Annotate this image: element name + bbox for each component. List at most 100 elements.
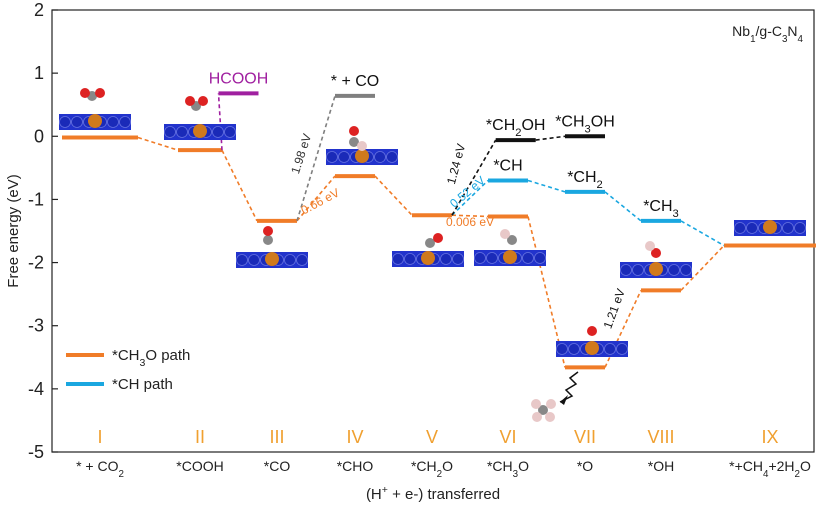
side-connector (451, 139, 497, 216)
structure-VI-atom (486, 252, 498, 264)
side-connector (217, 93, 223, 151)
structure-VII-metal (585, 341, 599, 355)
ch4-h (531, 399, 541, 409)
structure-VII-atom (556, 343, 568, 355)
structure-III-atom (236, 254, 248, 266)
barrier-annotation: 1.98 eV (288, 132, 314, 176)
ch4-h (546, 399, 556, 409)
adsorbate-o (263, 226, 273, 236)
structure-IX-atom (746, 222, 758, 234)
structure-III-atom (248, 254, 260, 266)
structure-VII-atom (604, 343, 616, 355)
structure-III-atom (284, 254, 296, 266)
side-product-label: * + CO (331, 73, 379, 90)
y-tick-label: 0 (34, 126, 44, 146)
adsorbate-o (349, 126, 359, 136)
structure-V-atom (440, 253, 452, 265)
ch4-carbon (538, 405, 548, 415)
adsorbate-c (507, 235, 517, 245)
structure-VIII-atom (668, 264, 680, 276)
structure-IX-atom (782, 222, 794, 234)
structure-II-atom (212, 126, 224, 138)
side-product-label: HCOOH (209, 70, 269, 87)
structure-IX-atom (794, 222, 806, 234)
y-tick-label: -1 (28, 189, 44, 209)
release-arrow (559, 371, 579, 403)
connector-1 (680, 220, 725, 247)
structure-I-atom (119, 116, 131, 128)
adsorbate-c (349, 137, 359, 147)
side-connector (535, 135, 566, 141)
y-tick-label: 2 (34, 0, 44, 20)
ch-level-label: *CH (493, 157, 522, 174)
ch-level-label: *CH3 (643, 198, 679, 220)
connector-0 (680, 244, 725, 291)
chart-title: Nb1/g-C3N4 (732, 23, 803, 45)
structure-V-atom (392, 253, 404, 265)
connector-1 (451, 179, 489, 216)
step-label: *CHO (337, 458, 374, 474)
y-tick-label: -5 (28, 442, 44, 462)
structure-VI-atom (534, 252, 546, 264)
structure-VIII-metal (649, 262, 663, 276)
x-axis-label: (H+ + e-) transferred (366, 484, 500, 503)
plot-frame (51, 9, 815, 453)
step-label: *CH2O (411, 458, 453, 480)
structure-I-metal (88, 114, 102, 128)
structure-I-atom (71, 116, 83, 128)
step-label: *+CH4+2H2O (729, 458, 811, 480)
structure-II-metal (193, 124, 207, 138)
adsorbate-h (357, 141, 367, 151)
step-label: *OH (648, 458, 674, 474)
step-numeral: I (97, 427, 102, 447)
step-numeral: VIII (647, 427, 674, 447)
adsorbate-o (185, 96, 195, 106)
structure-II-atom (164, 126, 176, 138)
structure-VII-atom (616, 343, 628, 355)
side-product-label: *CH3OH (555, 113, 615, 135)
adsorbate-o (80, 88, 90, 98)
step-label: *CO (264, 458, 291, 474)
structure-V-atom (452, 253, 464, 265)
legend-label: *CH3O path (112, 347, 190, 369)
adsorbate-h (645, 241, 655, 251)
structure-III-atom (296, 254, 308, 266)
barrier-annotation: 1.21 eV (601, 287, 628, 331)
y-axis-label: Free energy (eV) (5, 174, 22, 287)
adsorbate-o (587, 326, 597, 336)
structure-V-atom (404, 253, 416, 265)
structure-VI-metal (503, 250, 517, 264)
side-product-label: *CH2OH (486, 117, 546, 139)
barrier-annotation: 1.24 eV (444, 142, 468, 186)
structure-I-atom (107, 116, 119, 128)
structure-IV-atom (338, 151, 350, 163)
legend-label: *CH path (112, 376, 173, 393)
structure-VI-atom (522, 252, 534, 264)
structure-II-atom (224, 126, 236, 138)
connector-1 (527, 179, 566, 193)
structure-IX-metal (763, 220, 777, 234)
connector-0 (451, 214, 489, 218)
structure-II-atom (176, 126, 188, 138)
y-tick-label: -2 (28, 253, 44, 273)
connector-0 (374, 175, 413, 216)
structure-IX-atom (734, 222, 746, 234)
step-numeral: III (269, 427, 284, 447)
structure-V-metal (421, 251, 435, 265)
y-tick-label: -3 (28, 316, 44, 336)
structure-I-atom (59, 116, 71, 128)
connector-0 (296, 175, 336, 222)
adsorbate-c (425, 238, 435, 248)
adsorbate-o (433, 233, 443, 243)
barrier-annotation: 0.66 eV (299, 186, 342, 218)
structure-IV-atom (386, 151, 398, 163)
step-numeral: VII (574, 427, 596, 447)
adsorbate-o (651, 248, 661, 258)
step-label: *O (577, 458, 593, 474)
structure-VI-atom (474, 252, 486, 264)
adsorbate-c (263, 235, 273, 245)
adsorbate-o (95, 88, 105, 98)
structure-IV-atom (326, 151, 338, 163)
step-numeral: V (426, 427, 438, 447)
